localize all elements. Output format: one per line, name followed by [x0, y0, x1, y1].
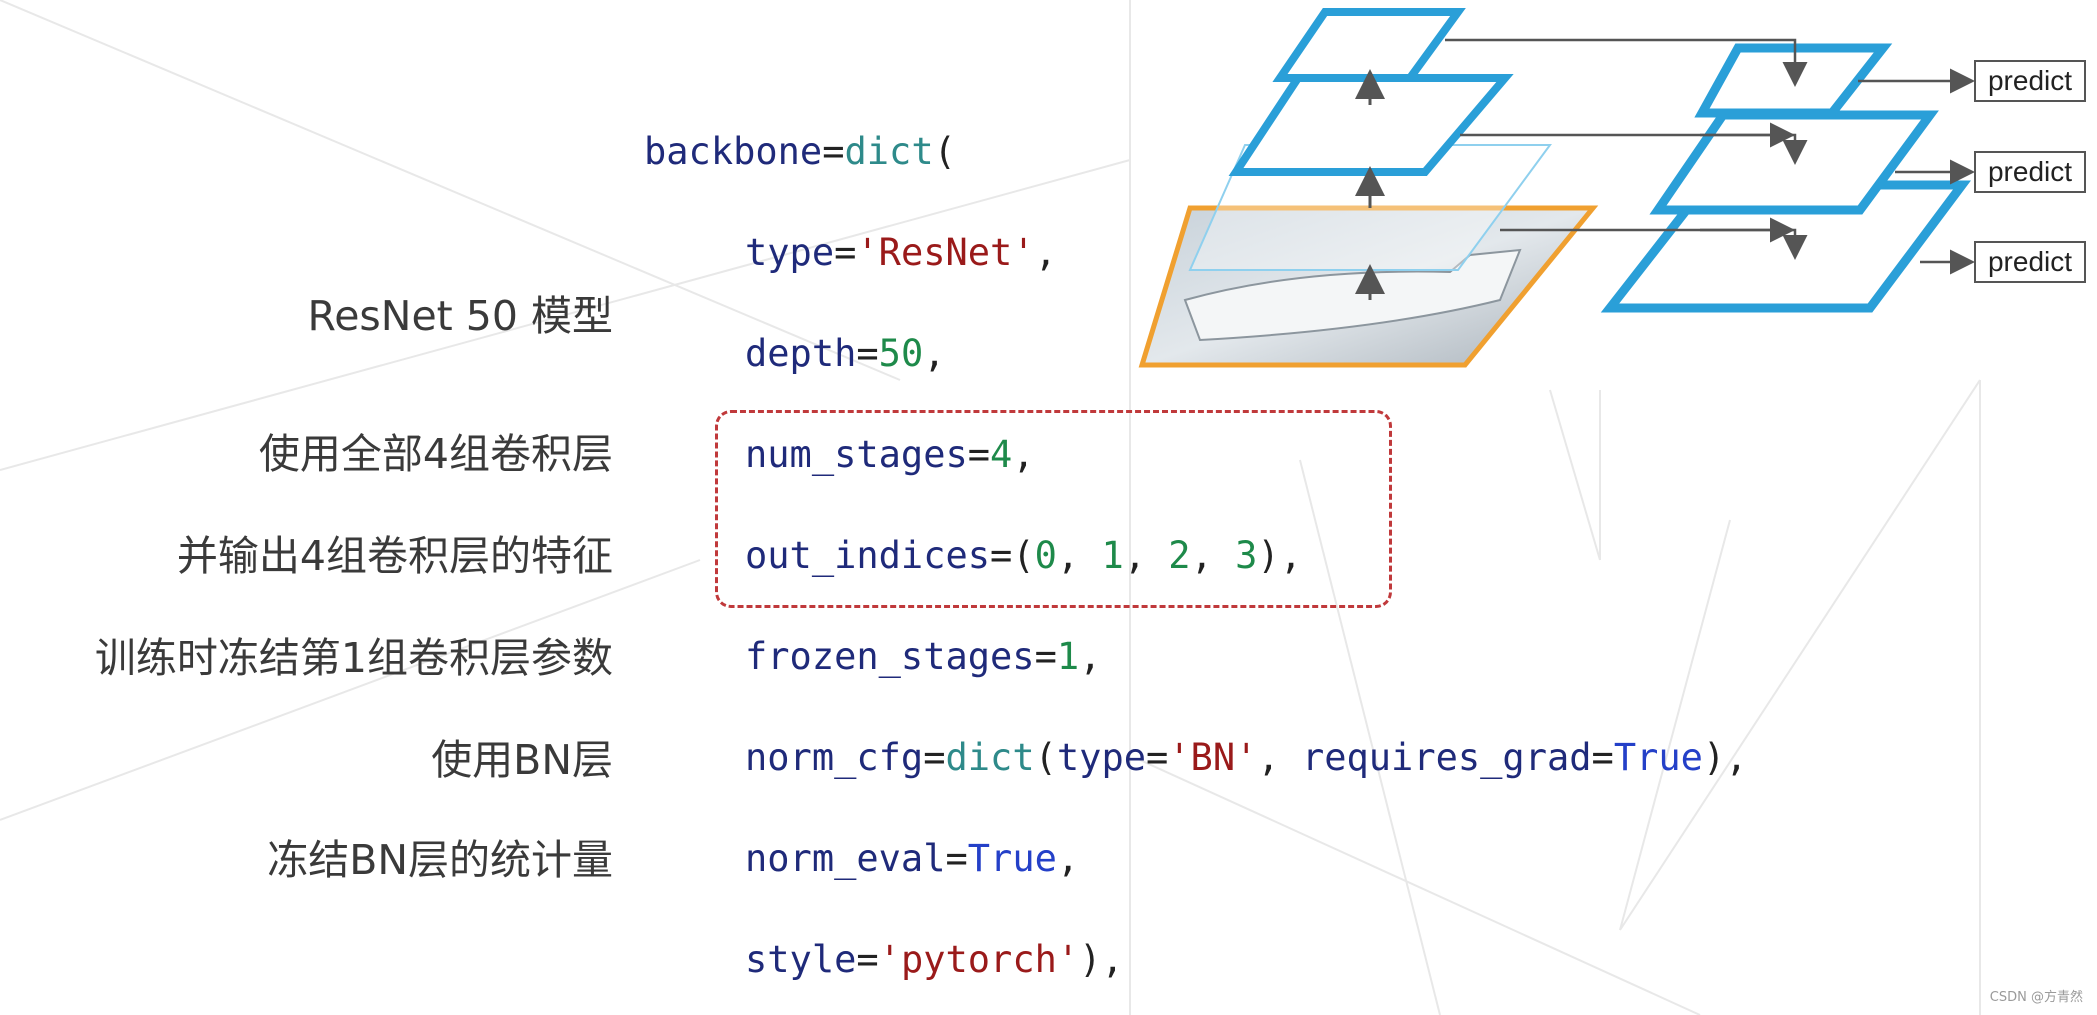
predict-box-1	[1974, 60, 2086, 102]
code-token: norm_eval	[745, 837, 946, 880]
code-token: 'BN'	[1168, 736, 1258, 779]
highlight-box	[715, 410, 1392, 608]
predict-label-1: predict	[1988, 65, 2072, 96]
code-line-type: type='ResNet',	[745, 234, 1057, 271]
code-line-out-indices: out_indices=(0, 1, 2, 3),	[745, 537, 1302, 574]
code-token: =	[945, 837, 968, 880]
label-freeze-bn-stats: 冻结BN层的统计量	[267, 836, 613, 884]
code-token: ,	[1190, 534, 1236, 577]
lateral-arrow-3	[1500, 228, 1808, 260]
code-token: out_indices	[745, 534, 991, 577]
code-token: 4	[990, 433, 1013, 476]
code-token: =	[1146, 736, 1169, 779]
code-token: (	[1034, 736, 1057, 779]
code-token: backbone	[644, 130, 823, 173]
code-token: =	[967, 433, 991, 476]
code-token: ,	[1123, 534, 1169, 577]
label-freeze-first-stage: 训练时冻结第1组卷积层参数	[94, 634, 613, 682]
code-token: True	[1613, 736, 1703, 779]
code-token: ,	[923, 332, 946, 375]
predict-box-2	[1974, 151, 2086, 193]
code-token: ,	[1079, 635, 1102, 678]
code-token: =	[923, 736, 946, 779]
code-token: type	[1056, 736, 1146, 779]
lateral-arrow-2	[1460, 133, 1808, 165]
code-token: num_stages	[745, 433, 968, 476]
code-token: ,	[1056, 534, 1102, 577]
watermark: CSDN @方青然	[1989, 990, 2083, 1005]
code-token: 2	[1168, 534, 1191, 577]
code-token: =	[856, 332, 879, 375]
code-token: ),	[1257, 534, 1302, 577]
code-line-depth: depth=50,	[745, 335, 946, 372]
code-token: requires_grad	[1301, 736, 1592, 779]
bottom-up-plane-2	[1228, 74, 1514, 176]
code-token: =	[834, 231, 857, 274]
boat-shape	[1183, 248, 1522, 342]
code-token: True	[967, 837, 1057, 880]
code-token: 1	[1101, 534, 1124, 577]
code-token: 50	[878, 332, 924, 375]
code-token: dict	[945, 736, 1035, 779]
code-token: 1	[1056, 635, 1080, 678]
code-token: ,	[1034, 231, 1057, 274]
code-line-style: style='pytorch'),	[745, 941, 1124, 978]
label-use-bn: 使用BN层	[431, 736, 613, 784]
code-line-backbone: backbone=dict(	[644, 133, 956, 170]
top-down-plane-1	[1694, 43, 1893, 118]
code-token: 'pytorch'	[878, 938, 1080, 981]
code-token: depth	[745, 332, 857, 375]
code-token: =	[1034, 635, 1057, 678]
code-line-norm-cfg: norm_cfg=dict(type='BN', requires_grad=T…	[745, 739, 1748, 776]
code-token: ,	[1056, 837, 1080, 880]
label-use-all-stages: 使用全部4组卷积层	[258, 430, 613, 478]
code-token: =(	[990, 534, 1035, 577]
code-token: norm_cfg	[745, 736, 924, 779]
code-token: 3	[1235, 534, 1258, 577]
code-line-norm-eval: norm_eval=True,	[745, 840, 1079, 877]
code-line-frozen-stages: frozen_stages=1,	[745, 638, 1101, 675]
code-token: (	[933, 130, 956, 173]
bottom-up-plane-3	[1272, 7, 1466, 82]
code-token: =	[822, 130, 845, 173]
predict-label-3: predict	[1988, 246, 2072, 277]
code-token: ),	[1702, 736, 1748, 779]
predict-box-3	[1974, 241, 2086, 283]
lateral-arrow-1	[1445, 38, 1808, 87]
code-token: 'ResNet'	[856, 231, 1035, 274]
code-line-num-stages: num_stages=4,	[745, 436, 1035, 473]
code-token: style	[745, 938, 857, 981]
code-token: =	[1591, 736, 1614, 779]
fpn-diagram: predict predict predict	[1138, 7, 2086, 368]
code-token: ,	[1012, 433, 1035, 476]
code-token: type	[745, 231, 835, 274]
label-output-features: 并输出4组卷积层的特征	[176, 532, 613, 580]
code-token: 0	[1034, 534, 1057, 577]
code-token: ),	[1079, 938, 1124, 981]
label-resnet50-model: ResNet 50 模型	[307, 292, 613, 340]
predict-label-2: predict	[1988, 156, 2072, 187]
code-token: frozen_stages	[745, 635, 1035, 678]
code-token: dict	[844, 130, 934, 173]
code-token: ,	[1257, 736, 1302, 779]
code-token: =	[856, 938, 879, 981]
